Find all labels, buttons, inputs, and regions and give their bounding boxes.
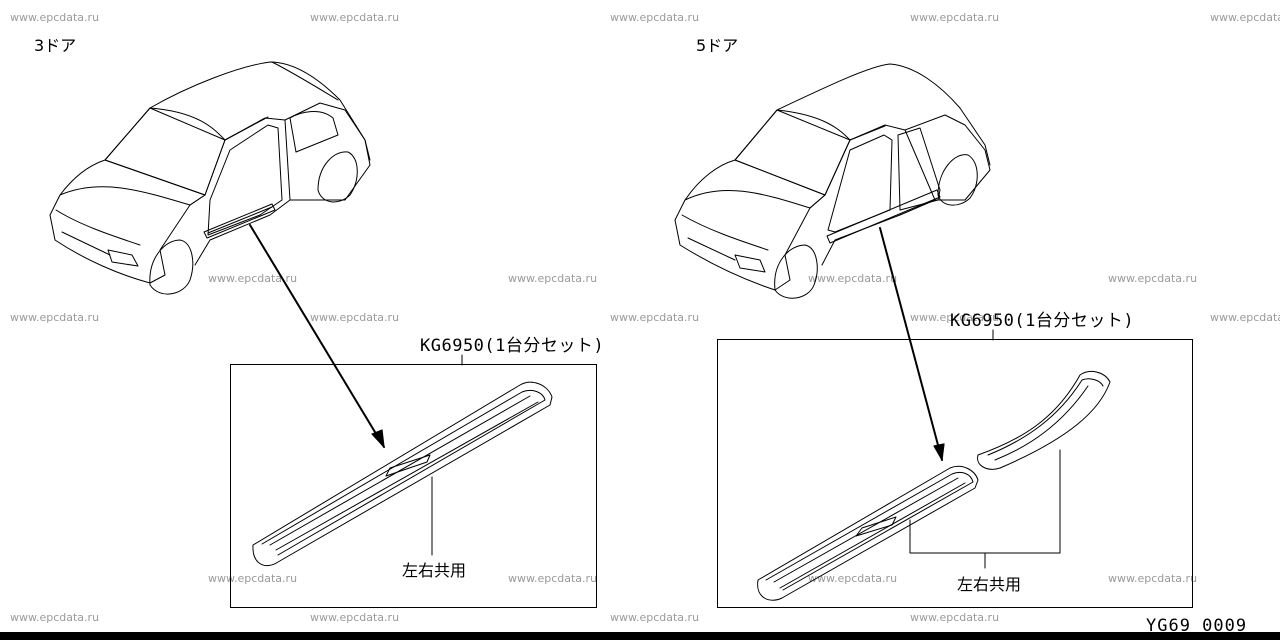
watermark: www.epcdata.ru: [508, 272, 598, 285]
watermark: www.epcdata.ru: [610, 611, 700, 624]
watermark: www.epcdata.ru: [208, 272, 298, 285]
watermark: www.epcdata.ru: [808, 572, 898, 585]
arrow-right: [879, 227, 943, 461]
watermark: www.epcdata.ru: [10, 11, 100, 24]
arrow-left: [249, 224, 385, 448]
part-number-right: KG6950(1台分セット): [950, 311, 1135, 331]
watermark: www.epcdata.ru: [1108, 572, 1198, 585]
watermark: www.epcdata.ru: [1108, 272, 1198, 285]
watermark: www.epcdata.ru: [508, 572, 598, 585]
watermark: www.epcdata.ru: [1210, 11, 1280, 24]
watermark: www.epcdata.ru: [1210, 311, 1280, 324]
watermark: www.epcdata.ru: [310, 311, 400, 324]
car-3door-drawing: [49, 61, 371, 295]
sill-plate-rear-right-drawing: [977, 371, 1111, 470]
sill-plate-left-drawing: [252, 381, 553, 567]
fitment-note-right: 左右共用: [957, 575, 1022, 594]
sill-plate-front-right-drawing: [757, 465, 979, 601]
watermark: www.epcdata.ru: [910, 611, 1000, 624]
watermark: www.epcdata.ru: [910, 11, 1000, 24]
watermark: www.epcdata.ru: [910, 311, 1000, 324]
car-5door-drawing: [674, 63, 991, 299]
watermark: www.epcdata.ru: [610, 311, 700, 324]
variant-label-5door: 5ドア: [696, 36, 739, 55]
watermark: www.epcdata.ru: [10, 611, 100, 624]
watermark: www.epcdata.ru: [10, 311, 100, 324]
part-box-left: [230, 364, 597, 608]
fitment-note-left: 左右共用: [402, 561, 467, 580]
watermark: www.epcdata.ru: [808, 272, 898, 285]
bottom-border: [0, 632, 1280, 640]
watermark: www.epcdata.ru: [310, 611, 400, 624]
part-box-right: [717, 339, 1193, 608]
diagram-code: YG69 0009: [1146, 616, 1248, 636]
variant-label-3door: 3ドア: [34, 36, 77, 55]
watermark: www.epcdata.ru: [310, 11, 400, 24]
watermark: www.epcdata.ru: [610, 11, 700, 24]
part-number-left: KG6950(1台分セット): [420, 336, 605, 356]
